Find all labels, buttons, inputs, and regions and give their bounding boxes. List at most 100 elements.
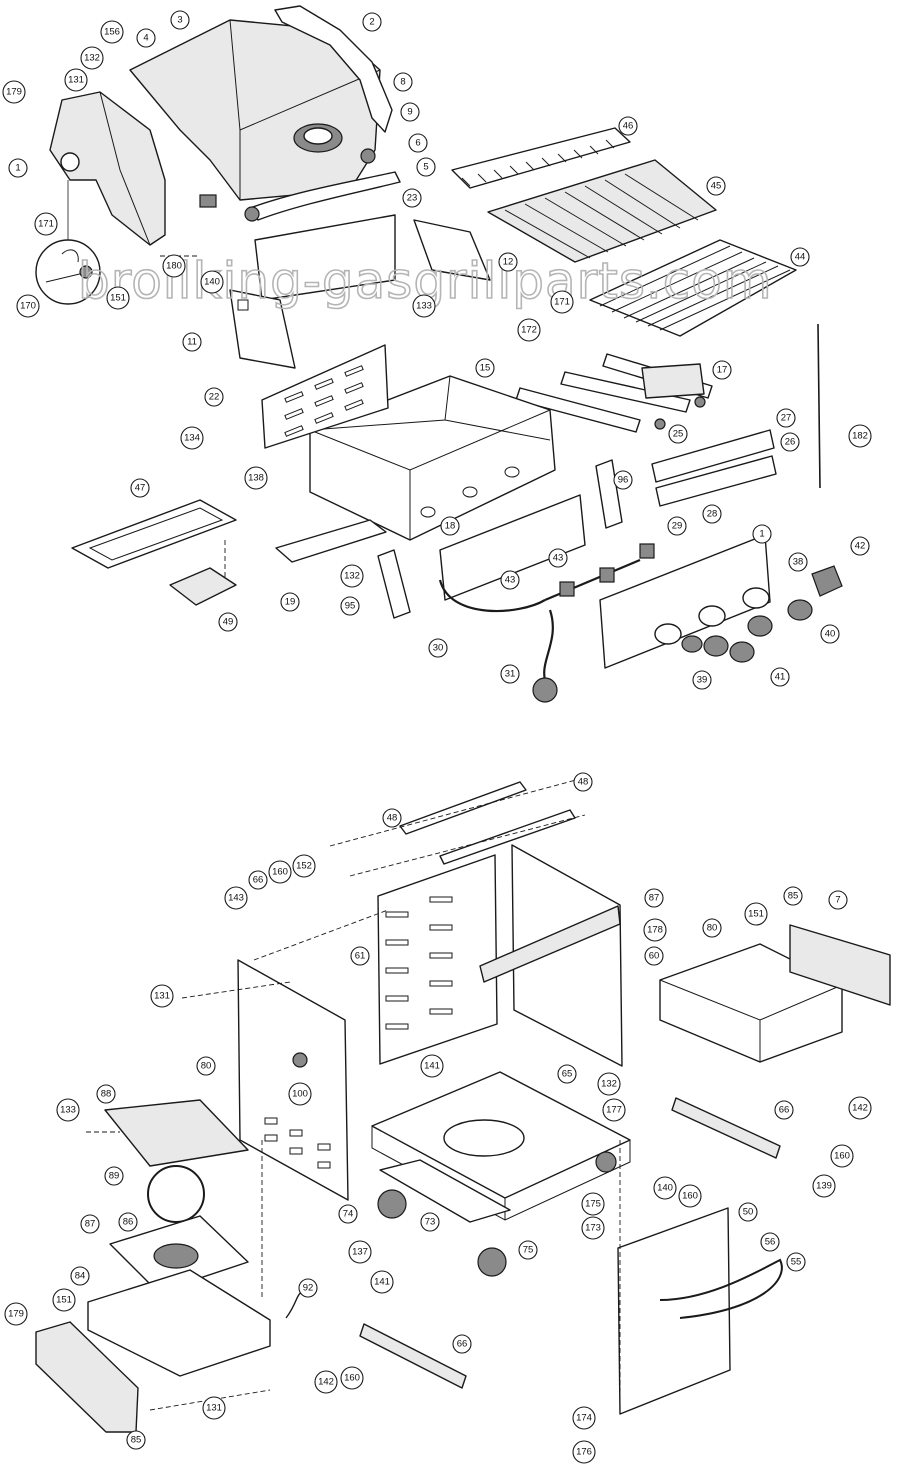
- callout-number: 44: [795, 252, 806, 263]
- callout-number: 160: [682, 1191, 698, 1202]
- callout-circle: [602, 1098, 626, 1122]
- burner-plate-88: [104, 1099, 249, 1167]
- callout-132: 132: [80, 46, 104, 70]
- callout-number: 133: [416, 301, 432, 312]
- callout-circle: [738, 1202, 758, 1222]
- callout-178: 178: [643, 918, 667, 942]
- callout-number: 23: [407, 193, 418, 204]
- callout-circle: [248, 870, 268, 890]
- callout-number: 171: [38, 219, 54, 230]
- callout-circle: [667, 516, 687, 536]
- callout-number: 19: [285, 597, 296, 608]
- callout-circle: [100, 20, 124, 44]
- callout-45: 45: [706, 176, 726, 196]
- callout-number: 74: [343, 1209, 354, 1220]
- callout-number: 80: [707, 923, 718, 934]
- callout-number: 160: [272, 867, 288, 878]
- callout-140: 140: [653, 1176, 677, 1200]
- caster-74: [377, 1189, 407, 1219]
- callout-number: 143: [228, 893, 244, 904]
- callout-number: 45: [711, 181, 722, 192]
- callout-151: 151: [52, 1288, 76, 1312]
- callout-number: 47: [135, 483, 146, 494]
- callout-circle: [16, 294, 40, 318]
- callout-number: 85: [788, 891, 799, 902]
- callout-circle: [2, 80, 26, 104]
- callout-circle: [400, 102, 420, 122]
- callout-number: 55: [791, 1257, 802, 1268]
- callout-circle: [848, 1096, 872, 1120]
- callout-180: 180: [162, 254, 186, 278]
- callout-42: 42: [850, 536, 870, 556]
- callout-circle: [712, 360, 732, 380]
- callout-number: 43: [505, 575, 516, 586]
- control-panel-28: [599, 534, 771, 669]
- callout-5: 5: [416, 157, 436, 177]
- lid-body: [129, 19, 381, 201]
- callout-circle: [420, 1212, 440, 1232]
- callout-89: 89: [104, 1166, 124, 1186]
- callout-39: 39: [692, 670, 712, 690]
- callout-number: 151: [110, 293, 126, 304]
- callout-number: 15: [480, 363, 491, 374]
- callout-number: 156: [104, 27, 120, 38]
- side-burner-frame-84: [87, 1269, 271, 1377]
- rear-heat-shield: [254, 214, 396, 301]
- callout-number: 140: [657, 1183, 673, 1194]
- callout-number: 28: [707, 509, 718, 520]
- callout-134: 134: [180, 426, 204, 450]
- callout-circle: [744, 902, 768, 926]
- callout-circle: [850, 536, 870, 556]
- callout-143: 143: [224, 886, 248, 910]
- callout-55: 55: [786, 1252, 806, 1272]
- callout-15: 15: [475, 358, 495, 378]
- callout-number: 9: [407, 107, 412, 118]
- callout-number: 66: [779, 1105, 790, 1116]
- callout-number: 12: [503, 257, 514, 268]
- callout-number: 61: [355, 951, 366, 962]
- callout-circle: [204, 387, 224, 407]
- callout-circle: [653, 1176, 677, 1200]
- callout-176: 176: [572, 1440, 596, 1464]
- callout-circle: [500, 570, 520, 590]
- rail-66a: [671, 1097, 781, 1159]
- callout-1: 1: [752, 524, 772, 544]
- callout-number: 132: [601, 1079, 617, 1090]
- callout-circle: [618, 116, 638, 136]
- grease-tray: [71, 499, 387, 606]
- callout-1: 1: [8, 158, 28, 178]
- callout-12: 12: [498, 252, 518, 272]
- callout-number: 66: [457, 1339, 468, 1350]
- callout-circle: [517, 318, 541, 342]
- front-panel-18: [439, 494, 586, 601]
- callout-circle: [644, 888, 664, 908]
- callout-50: 50: [738, 1202, 758, 1222]
- callout-2: 2: [362, 12, 382, 32]
- callout-number: 152: [296, 861, 312, 872]
- callout-number: 38: [793, 557, 804, 568]
- callout-number: 177: [606, 1105, 622, 1116]
- callout-number: 160: [344, 1373, 360, 1384]
- callout-number: 17: [717, 365, 728, 376]
- callout-number: 139: [816, 1181, 832, 1192]
- pin-detail: [35, 180, 101, 305]
- handle-rod: [249, 171, 401, 221]
- callout-circle: [56, 1098, 80, 1122]
- callout-number: 92: [303, 1283, 314, 1294]
- callout-circle: [104, 1166, 124, 1186]
- callout-number: 132: [344, 571, 360, 582]
- rail-66b: [359, 1323, 467, 1389]
- callout-circle: [597, 1072, 621, 1096]
- callout-circle: [452, 1334, 472, 1354]
- callout-49: 49: [218, 612, 238, 632]
- callout-92: 92: [298, 1278, 318, 1298]
- callout-circle: [573, 772, 593, 792]
- callout-number: 4: [143, 33, 148, 44]
- callout-number: 25: [673, 429, 684, 440]
- callout-88: 88: [96, 1084, 116, 1104]
- callout-65: 65: [557, 1064, 577, 1084]
- callout-number: 6: [415, 138, 420, 149]
- callout-6: 6: [408, 133, 428, 153]
- callout-100: 100: [288, 1082, 312, 1106]
- burners: [515, 353, 713, 433]
